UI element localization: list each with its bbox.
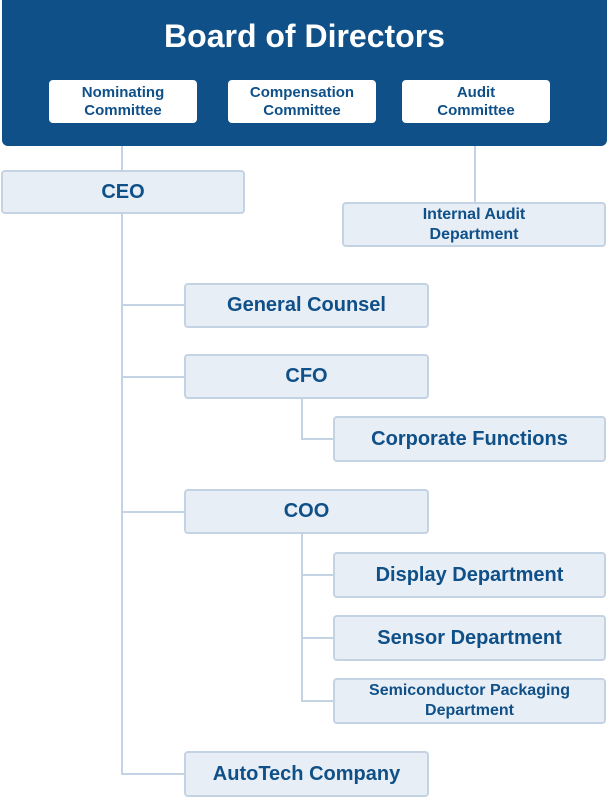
connector-general-counsel [121, 304, 186, 306]
autotech-company-label: AutoTech Company [212, 762, 401, 785]
semiconductor-packaging-node: Semiconductor Packaging Department [333, 678, 606, 724]
board-of-directors: Board of Directors [2, 0, 607, 146]
sensor-department-label: Sensor Department [377, 626, 562, 649]
connector-autotech [121, 773, 186, 775]
coo-node: COO [184, 489, 429, 534]
connector-display [301, 574, 335, 576]
nominating-committee-label: Nominating Committee [81, 83, 165, 119]
coo-label: COO [283, 500, 330, 522]
cfo-label: CFO [285, 365, 328, 387]
ceo-label: CEO [101, 180, 145, 203]
connector-coo-trunk [301, 533, 303, 701]
internal-audit-node: Internal Audit Department [342, 202, 606, 247]
connector-audit-internal [474, 123, 476, 204]
corporate-functions-label: Corporate Functions [371, 427, 568, 450]
board-title: Board of Directors [164, 18, 445, 54]
compensation-committee-label: Compensation Committee [249, 83, 355, 119]
corporate-functions-node: Corporate Functions [333, 416, 606, 462]
connector-ceo-trunk [121, 213, 123, 775]
connector-cfo-trunk [301, 398, 303, 439]
connector-sensor [301, 637, 335, 639]
autotech-company-node: AutoTech Company [184, 751, 429, 797]
connector-cfo [121, 376, 186, 378]
cfo-node: CFO [184, 354, 429, 399]
ceo-node: CEO [1, 170, 245, 214]
connector-corporate-functions [301, 438, 335, 440]
general-counsel-label: General Counsel [227, 294, 386, 316]
general-counsel-node: General Counsel [184, 283, 429, 328]
connector-semiconductor [301, 700, 335, 702]
connector-coo [121, 511, 186, 513]
display-department-node: Display Department [333, 552, 606, 598]
sensor-department-node: Sensor Department [333, 615, 606, 661]
audit-committee: Audit Committee [402, 80, 550, 123]
display-department-label: Display Department [375, 563, 564, 586]
connector-board-ceo [121, 146, 123, 172]
internal-audit-label: Internal Audit Department [422, 205, 526, 243]
compensation-committee: Compensation Committee [228, 80, 376, 123]
semiconductor-packaging-label: Semiconductor Packaging Department [369, 682, 570, 719]
nominating-committee: Nominating Committee [49, 80, 197, 123]
audit-committee-label: Audit Committee [437, 83, 515, 119]
